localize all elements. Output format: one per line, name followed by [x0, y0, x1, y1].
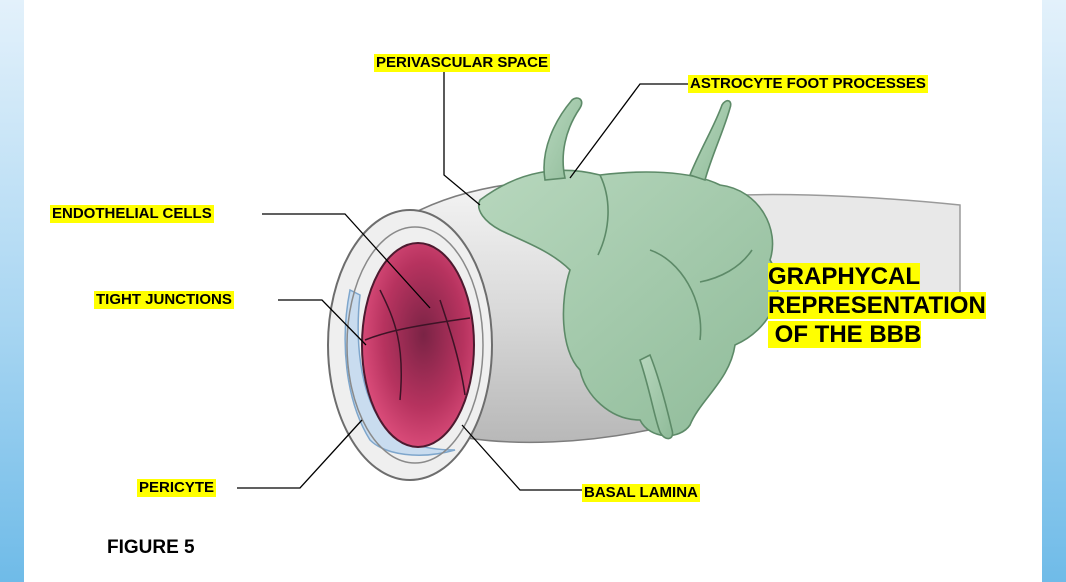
label-astrocyte-foot-processes: ASTROCYTE FOOT PROCESSES: [688, 75, 928, 93]
title-line-2: REPRESENTATION: [768, 292, 986, 319]
label-pericyte: PERICYTE: [137, 479, 216, 497]
title-line-3: OF THE BBB: [768, 321, 921, 348]
label-tight-junctions: TIGHT JUNCTIONS: [94, 291, 234, 309]
leader-astrocyte-foot-processes: [570, 84, 688, 178]
label-basal-lamina: BASAL LAMINA: [582, 484, 700, 502]
diagram-title: GRAPHYCAL REPRESENTATION OF THE BBB: [768, 262, 986, 349]
figure-caption: FIGURE 5: [107, 537, 195, 559]
lumen: [362, 243, 474, 447]
label-perivascular-space: PERIVASCULAR SPACE: [374, 54, 550, 72]
label-endothelial-cells: ENDOTHELIAL CELLS: [50, 205, 214, 223]
leader-perivascular-space: [444, 72, 480, 205]
title-line-1: GRAPHYCAL: [768, 263, 920, 290]
leader-pericyte: [237, 420, 362, 488]
